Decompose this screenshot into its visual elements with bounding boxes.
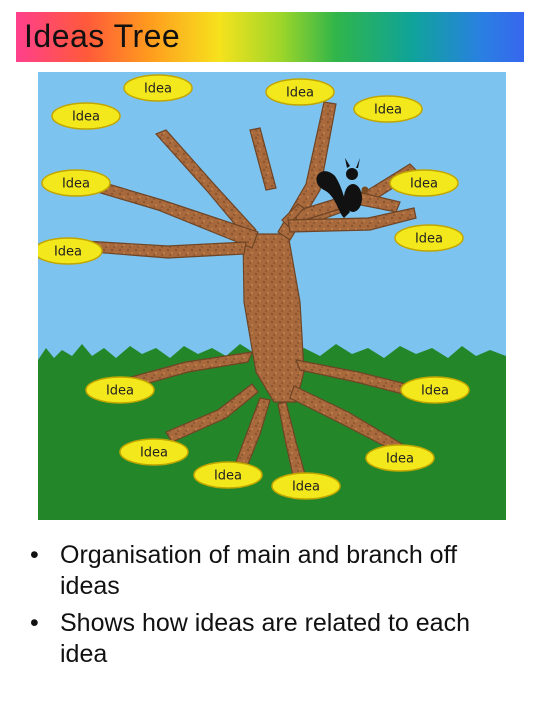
idea-bubble-shape bbox=[51, 102, 121, 130]
idea-label: Idea bbox=[410, 177, 438, 192]
idea-bubble-shape bbox=[400, 376, 470, 404]
idea-label: Idea bbox=[415, 232, 443, 247]
idea-bubble-shape bbox=[353, 95, 423, 123]
idea-bubble-top-left: Idea bbox=[123, 74, 193, 102]
idea-label: Idea bbox=[374, 103, 402, 118]
idea-bubble-shape bbox=[265, 78, 335, 106]
tree-trunk bbox=[63, 101, 431, 481]
idea-bubble-shape bbox=[119, 438, 189, 466]
page-title: Ideas Tree bbox=[24, 18, 181, 54]
idea-bubble-shape bbox=[365, 444, 435, 472]
squirrel-icon bbox=[316, 158, 369, 218]
idea-bubble-shape bbox=[38, 237, 103, 265]
idea-label: Idea bbox=[106, 384, 134, 399]
idea-bubble-shape bbox=[271, 472, 341, 500]
idea-bubble-top-middle: Idea bbox=[265, 78, 335, 106]
bullet-text-2: Shows how ideas are related to each idea bbox=[60, 609, 470, 668]
idea-bubble-shape bbox=[41, 169, 111, 197]
idea-bubble-shape bbox=[85, 376, 155, 404]
idea-bubble-left: Idea bbox=[38, 237, 103, 265]
idea-bubble-right: Idea bbox=[394, 224, 464, 252]
bullet-icon: • bbox=[30, 609, 39, 637]
idea-label: Idea bbox=[421, 384, 449, 399]
idea-bubble-mid-left: Idea bbox=[41, 169, 111, 197]
idea-label: Idea bbox=[140, 446, 168, 461]
idea-bubble-root-lower-right: Idea bbox=[365, 444, 435, 472]
bullet-item-2: • Shows how ideas are related to each id… bbox=[30, 608, 510, 670]
idea-label: Idea bbox=[214, 469, 242, 484]
idea-label: Idea bbox=[286, 86, 314, 101]
bullet-icon: • bbox=[30, 541, 39, 569]
idea-bubble-upper-left: Idea bbox=[51, 102, 121, 130]
bullet-list: • Organisation of main and branch off id… bbox=[30, 540, 510, 676]
idea-bubble-root-lower-left: Idea bbox=[119, 438, 189, 466]
idea-bubble-mid-right: Idea bbox=[389, 169, 459, 197]
bullet-item-1: • Organisation of main and branch off id… bbox=[30, 540, 510, 602]
idea-bubble-shape bbox=[193, 461, 263, 489]
idea-bubble-root-left: Idea bbox=[85, 376, 155, 404]
idea-label: Idea bbox=[386, 452, 414, 467]
idea-bubble-shape bbox=[389, 169, 459, 197]
idea-bubble-shape bbox=[123, 74, 193, 102]
idea-bubble-top-right: Idea bbox=[353, 95, 423, 123]
idea-label: Idea bbox=[62, 177, 90, 192]
bullet-text-1: Organisation of main and branch off idea… bbox=[60, 541, 458, 600]
idea-label: Idea bbox=[54, 245, 82, 260]
idea-label: Idea bbox=[144, 82, 172, 97]
idea-label: Idea bbox=[72, 110, 100, 125]
title-banner: Ideas Tree bbox=[16, 12, 524, 62]
idea-bubble-shape bbox=[394, 224, 464, 252]
idea-bubble-root-bottom-left: Idea bbox=[193, 461, 263, 489]
idea-bubble-root-right: Idea bbox=[400, 376, 470, 404]
idea-bubble-root-bottom-right: Idea bbox=[271, 472, 341, 500]
idea-label: Idea bbox=[292, 480, 320, 495]
